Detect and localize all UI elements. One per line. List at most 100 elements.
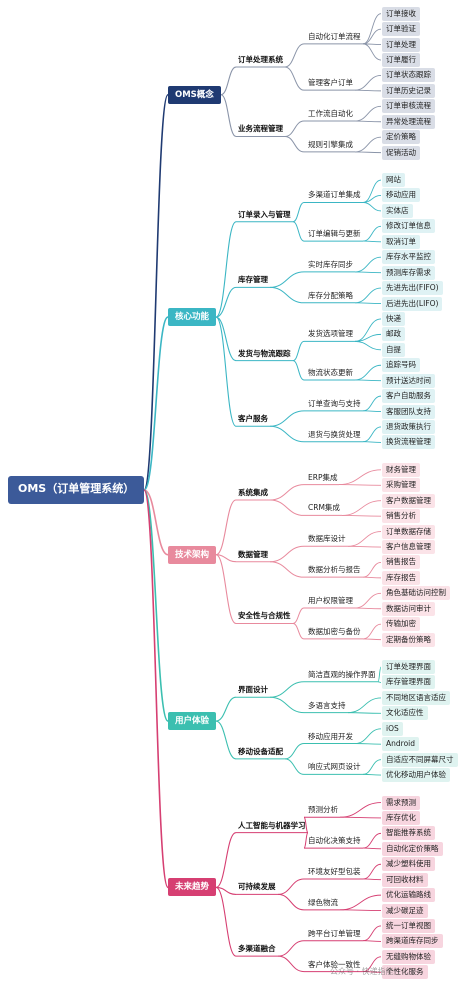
leaf-node: 角色基础访问控制 xyxy=(382,586,450,601)
sub-topic-node: 环境友好型包装 xyxy=(308,866,361,876)
leaf-node: 订单履行 xyxy=(382,53,420,68)
section-node: 人工智能与机器学习 xyxy=(238,820,306,830)
leaf-node: 优化运输路线 xyxy=(382,888,435,903)
category-node: OMS概念 xyxy=(168,85,221,104)
leaf-node: 订单处理 xyxy=(382,37,420,52)
sub-topic-node: 数据分析与报告 xyxy=(308,565,361,575)
sub-topic-node: 实时库存同步 xyxy=(308,259,353,269)
leaf-node: 修改订单信息 xyxy=(382,219,435,234)
sub-topic-node: 规则引擎集成 xyxy=(308,139,353,149)
leaf-node: 跨渠道库存同步 xyxy=(382,934,443,949)
connector-line xyxy=(362,623,382,640)
connector-line xyxy=(354,105,382,122)
section-node: 数据管理 xyxy=(238,549,268,559)
leaf-node: 客户数据管理 xyxy=(382,493,435,508)
connector-line xyxy=(277,878,305,895)
connector-line xyxy=(284,135,305,153)
leaf-node: 财务管理 xyxy=(382,462,420,477)
connector-line xyxy=(284,43,305,68)
connector-line xyxy=(292,340,305,362)
sub-topic-node: 简洁直观的操作界面 xyxy=(308,669,376,679)
leaf-node: 文化适应性 xyxy=(382,706,428,721)
connector-line xyxy=(215,554,237,563)
leaf-node: 定期备份策略 xyxy=(382,632,435,647)
connector-line xyxy=(362,832,382,849)
connector-line xyxy=(215,886,237,895)
connector-line xyxy=(362,847,382,850)
leaf-node: 传输加密 xyxy=(382,617,420,632)
connector-line xyxy=(362,410,382,412)
connector-line xyxy=(362,225,382,242)
leaf-node: 采购管理 xyxy=(382,478,420,493)
leaf-node: 订单接收 xyxy=(382,6,420,21)
leaf-node: 不同地区语言适应 xyxy=(382,690,450,705)
leaf-node: 邮政 xyxy=(382,327,405,342)
connector-line xyxy=(220,94,237,138)
connector-line xyxy=(362,878,382,881)
sub-topic-node: 数据库设计 xyxy=(308,534,346,544)
leaf-node: 统一订单视图 xyxy=(382,918,435,933)
connector-line xyxy=(377,681,382,683)
connector-line xyxy=(347,697,382,714)
section-node: 移动设备适配 xyxy=(238,746,283,756)
leaf-node: 实体店 xyxy=(382,203,413,218)
sub-topic-node: 管理客户订单 xyxy=(308,78,353,88)
connector-line xyxy=(277,955,305,973)
category-node: 核心功能 xyxy=(168,308,217,327)
connector-line xyxy=(362,925,382,942)
connector-line xyxy=(292,221,305,242)
connector-line xyxy=(215,499,237,556)
sub-topic-node: 库存分配策略 xyxy=(308,290,353,300)
section-node: 订单录入与管理 xyxy=(238,209,291,219)
leaf-node: 销售分析 xyxy=(382,509,420,524)
leaf-node: 换货流程管理 xyxy=(382,435,435,450)
leaf-node: 需求预测 xyxy=(382,795,420,810)
connector-line xyxy=(284,743,305,760)
leaf-node: 个性化服务 xyxy=(382,965,428,980)
connector-line xyxy=(347,545,382,548)
section-node: 发货与物流跟踪 xyxy=(238,348,291,358)
leaf-node: 网站 xyxy=(382,173,405,188)
leaf-node: 取消订单 xyxy=(382,234,420,249)
leaf-node: 自适应不同屏幕尺寸 xyxy=(382,752,458,767)
sub-topic-node: 多语言支持 xyxy=(308,700,346,710)
connector-line xyxy=(215,554,237,625)
connector-line xyxy=(354,136,382,153)
category-node: 未来趋势 xyxy=(168,878,217,897)
connector-line xyxy=(354,271,382,274)
connector-line xyxy=(362,395,382,412)
connector-line xyxy=(362,441,382,443)
leaf-node: 可回收材料 xyxy=(382,872,428,887)
connector-line xyxy=(277,940,305,957)
connector-line xyxy=(341,514,382,517)
leaf-node: 客服团队支持 xyxy=(382,404,435,419)
connector-line xyxy=(354,379,382,382)
connector-line xyxy=(362,638,382,641)
connector-line xyxy=(269,271,305,288)
connector-line xyxy=(362,13,382,45)
section-node: 订单处理系统 xyxy=(238,55,283,65)
connector-line xyxy=(354,89,382,92)
connector-line xyxy=(215,696,237,722)
connector-line xyxy=(215,316,237,427)
connector-line xyxy=(354,75,382,91)
connector-line xyxy=(292,607,305,624)
section-node: 业务流程管理 xyxy=(238,124,283,134)
sub-topic-node: ERP集成 xyxy=(308,472,338,482)
category-node: 技术架构 xyxy=(168,545,217,564)
sub-topic-node: 客户体验一致性 xyxy=(308,959,361,969)
connector-line xyxy=(284,758,305,775)
leaf-node: 订单处理界面 xyxy=(382,660,435,675)
connector-line xyxy=(215,720,237,760)
leaf-node: 数据访问审计 xyxy=(382,601,435,616)
section-node: 库存管理 xyxy=(238,275,268,285)
connector-line xyxy=(362,576,382,579)
connector-line xyxy=(354,743,382,745)
leaf-node: 减少碳足迹 xyxy=(382,903,428,918)
leaf-node: 订单验证 xyxy=(382,22,420,37)
sub-topic-node: 多渠道订单集成 xyxy=(308,190,361,200)
connector-line xyxy=(354,728,382,744)
sub-topic-node: 跨平台订单管理 xyxy=(308,928,361,938)
connector-line xyxy=(143,489,169,556)
connector-line xyxy=(143,489,169,889)
